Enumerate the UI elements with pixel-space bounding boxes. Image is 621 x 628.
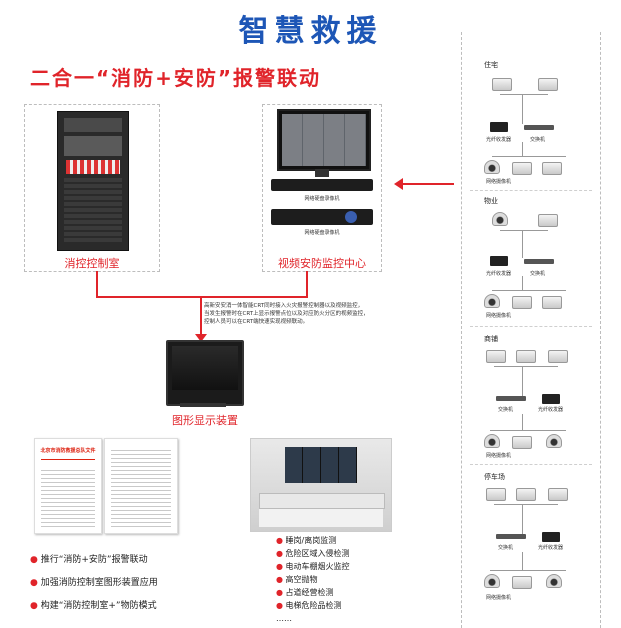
ai-feature-item: ● 睡岗/离岗监测 [276,536,337,545]
video-center-box: 网络硬盘录像机 网络硬盘录像机 视频安防监控中心 [262,104,382,272]
bullet-camera-icon [542,162,562,175]
fiber-converter-caption: 光纤收发器 [538,407,564,413]
ai-feature-item: ● 电梯危险品检测 [276,601,342,610]
fiber-converter-icon [490,122,508,132]
bullets-right: ● 睡岗/离岗监测 ● 危险区域入侵检测 ● 电动车棚烟火监控 ● 高空抛物 ●… [276,534,456,625]
bullet-camera-icon [548,488,568,501]
monitoring-room-photo [250,438,392,532]
ai-feature-item: ● 高空抛物 [276,575,318,584]
nvr-caption-2: 网络硬盘录像机 [304,230,340,236]
bullet-camera-icon [486,488,506,501]
section-title-parking: 停车场 [484,473,505,481]
bullet-camera-icon [548,350,568,363]
fiber-converter-caption: 光纤收发器 [486,271,512,277]
connector-right-down [306,271,308,297]
bullet-item: ● 构建“消防控制室+”物防模式 [30,601,157,611]
camera-network-column: 住宅 光纤收发器 交换机 网络摄像机 物业 光纤收发器 交换机 网络摄像机 商铺… [461,32,601,628]
section-title-property: 物业 [484,197,498,205]
document-page-1: 北京市消防救援总队文件 [34,438,102,534]
bullet-camera-icon [538,214,558,227]
arrow-left-icon [394,178,403,190]
nvr-device-2 [271,209,373,225]
bullet-item: ● 加强消防控制室图形装置应用 [30,578,158,588]
fiber-converter-caption: 光纤收发器 [486,137,512,143]
bullet-camera-icon [492,78,512,91]
linkage-note: 高新安安消一体智能CRT同时接入火灾报警控制器以及视频监控， 当发生报警时在CR… [204,303,369,325]
fiber-converter-caption: 光纤收发器 [538,545,564,551]
section-title-shops: 商铺 [484,335,498,343]
connector-horizontal [96,296,308,298]
fire-alarm-cabinet [57,111,129,251]
switch-caption: 交换机 [498,545,514,551]
switch-caption: 交换机 [530,271,546,277]
switch-icon [496,396,526,401]
bullet-item: ● 推行“消防+安防”报警联动 [30,555,148,565]
ai-feature-item: ● 危险区域入侵检测 [276,549,350,558]
camera-caption: 网络摄像机 [486,179,512,185]
ai-feature-item: ● 占道经营检测 [276,588,334,597]
bullet-camera-icon [516,488,536,501]
camera-caption: 网络摄像机 [486,313,512,319]
switch-caption: 交换机 [498,407,514,413]
switch-icon [524,125,554,130]
fire-control-room-box: 消控控制室 [24,104,160,272]
page-title: 智慧救援 [238,14,383,49]
connector-from-cameras [402,183,454,185]
connector-to-display [200,296,202,336]
bullet-camera-icon [538,78,558,91]
bullet-camera-icon [486,350,506,363]
dome-camera-icon [546,574,562,588]
dome-camera-icon [484,574,500,588]
graphic-display-monitor [166,340,244,406]
connector-left-down [96,271,98,297]
bullet-camera-icon [512,436,532,449]
switch-caption: 交换机 [530,137,546,143]
nvr-caption-1: 网络硬盘录像机 [304,196,340,202]
bullet-camera-icon [512,576,532,589]
camera-caption: 网络摄像机 [486,453,512,459]
document-heading: 北京市消防救援总队文件 [40,448,96,454]
subtitle: 二合一“消防+安防”报警联动 [30,66,322,90]
dome-camera-icon [484,294,500,308]
ai-feature-item: …… [276,614,292,623]
bullet-camera-icon [516,350,536,363]
arrow-down-icon [195,334,207,342]
switch-icon [524,259,554,264]
fiber-converter-icon [542,394,560,404]
bullet-camera-icon [542,296,562,309]
dome-camera-icon [492,212,508,226]
video-center-label: 视频安防监控中心 [278,257,366,270]
dome-camera-icon [546,434,562,448]
fiber-converter-icon [542,532,560,542]
bullets-left: ● 推行“消防+安防”报警联动 ● 加强消防控制室图形装置应用 ● 构建“消防控… [30,552,220,621]
dome-camera-icon [484,434,500,448]
display-label: 图形显示装置 [172,414,238,427]
fire-control-room-label: 消控控制室 [64,257,120,270]
fiber-converter-icon [490,256,508,266]
dome-camera-icon [484,160,500,174]
ai-feature-item: ● 电动车棚烟火监控 [276,562,350,571]
bullet-camera-icon [512,162,532,175]
switch-icon [496,534,526,539]
document-page-2 [104,438,178,534]
bullet-camera-icon [512,296,532,309]
nvr-device-1 [271,179,373,191]
monitor-screen [277,109,371,171]
camera-caption: 网络摄像机 [486,595,512,601]
section-title-residential: 住宅 [484,61,498,69]
